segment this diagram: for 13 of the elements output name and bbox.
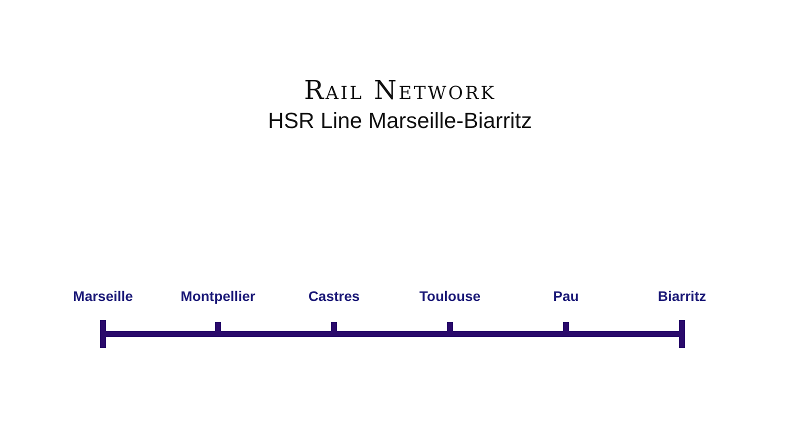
subtitle: HSR Line Marseille-Biarritz xyxy=(268,108,532,133)
rail-line xyxy=(500,331,516,337)
rail-line xyxy=(153,331,168,337)
rail-line xyxy=(384,331,400,337)
station-name: Castres xyxy=(308,288,360,304)
rail-line xyxy=(616,331,632,337)
station-name: Marseille xyxy=(73,288,133,304)
station-name: Toulouse xyxy=(419,288,481,304)
station-name: Pau xyxy=(553,288,579,304)
diagram-title: Rail Network xyxy=(304,76,496,106)
station-name: Montpellier xyxy=(180,288,256,304)
rail-line xyxy=(268,331,284,337)
station-name: Biarritz xyxy=(658,288,706,304)
